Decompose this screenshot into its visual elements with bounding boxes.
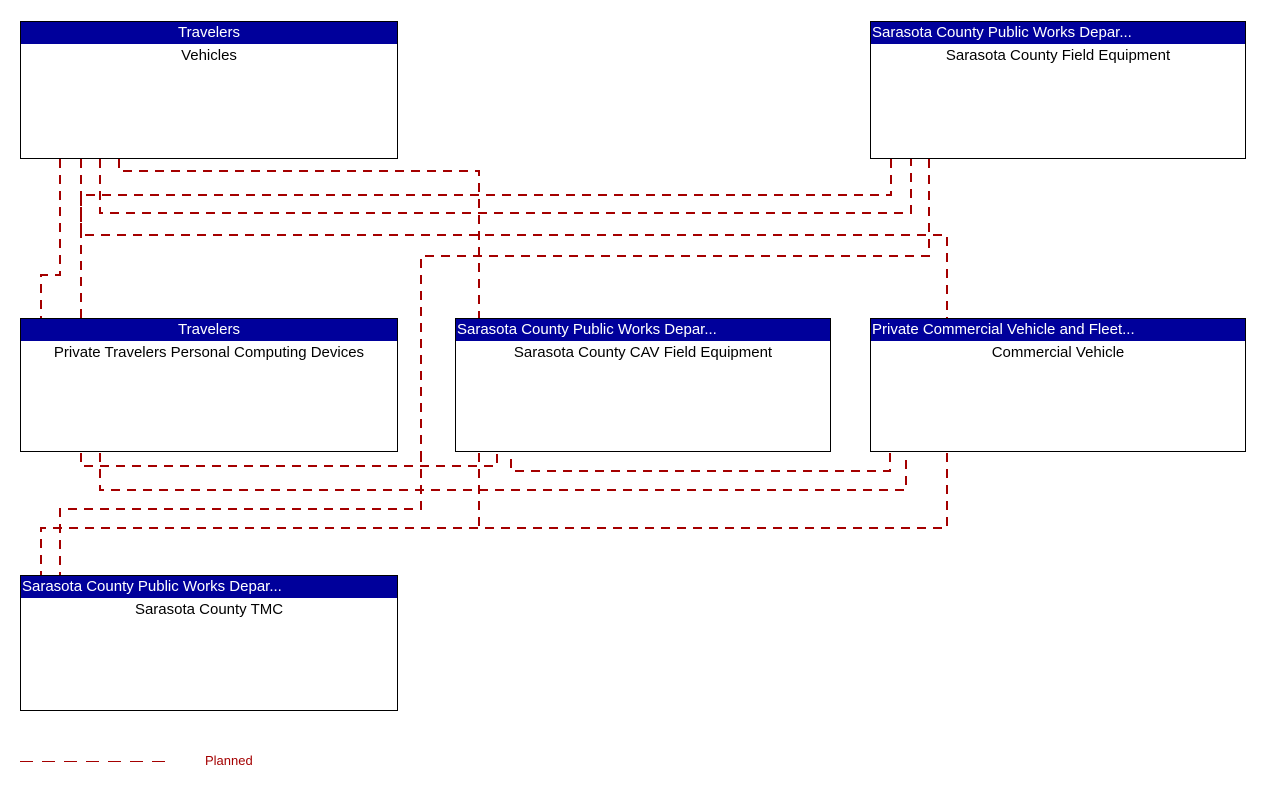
node-sc-field-equipment-stakeholder: Sarasota County Public Works Depar... — [871, 22, 1245, 44]
node-sc-cav-field-equipment-name: Sarasota County CAV Field Equipment — [513, 344, 773, 361]
node-private-travelers-personal-computing-devices[interactable]: Travelers Private Travelers Personal Com… — [20, 318, 398, 452]
connector-sc-cav-to-sc-tmc — [59, 453, 422, 576]
legend-item-planned: Planned — [20, 750, 253, 772]
node-sc-cav-field-equipment[interactable]: Sarasota County Public Works Depar... Sa… — [455, 318, 831, 452]
connector-commercial-vehicle-riser — [510, 453, 891, 472]
connector-sc-field-equipment-to-private-travelers — [80, 159, 892, 319]
legend: Planned — [20, 750, 253, 772]
node-sc-tmc-name: Sarasota County TMC — [134, 601, 284, 618]
connector-commercial-vehicle-to-sc-tmc — [40, 453, 948, 576]
node-vehicles[interactable]: Travelers Vehicles — [20, 21, 398, 159]
connector-vehicles-to-sc-field-equipment — [99, 159, 912, 214]
node-commercial-vehicle-name: Commercial Vehicle — [991, 344, 1125, 361]
node-private-travelers-name: Private Travelers Personal Computing Dev… — [53, 344, 365, 361]
legend-dashed-line-icon — [20, 760, 172, 762]
node-sc-field-equipment[interactable]: Sarasota County Public Works Depar... Sa… — [870, 21, 1246, 159]
connector-vehicles-to-sc-cav-field-equipment — [118, 159, 480, 319]
connector-vehicles-to-private-travelers — [40, 159, 61, 319]
node-sc-cav-field-equipment-stakeholder: Sarasota County Public Works Depar... — [456, 319, 830, 341]
node-commercial-vehicle[interactable]: Private Commercial Vehicle and Fleet... … — [870, 318, 1246, 452]
node-vehicles-name: Vehicles — [181, 47, 237, 64]
node-sc-tmc[interactable]: Sarasota County Public Works Depar... Sa… — [20, 575, 398, 711]
legend-item-planned-label: Planned — [205, 753, 253, 768]
node-private-travelers-stakeholder: Travelers — [21, 319, 397, 341]
node-sc-field-equipment-name: Sarasota County Field Equipment — [945, 47, 1171, 64]
node-sc-tmc-stakeholder: Sarasota County Public Works Depar... — [21, 576, 397, 598]
connector-private-travelers-to-sc-cav — [80, 453, 498, 467]
node-vehicles-stakeholder: Travelers — [21, 22, 397, 44]
connector-private-travelers-to-commercial-vehicle — [99, 453, 907, 491]
node-commercial-vehicle-stakeholder: Private Commercial Vehicle and Fleet... — [871, 319, 1245, 341]
connector-vehicles-to-commercial-vehicle — [80, 159, 948, 319]
